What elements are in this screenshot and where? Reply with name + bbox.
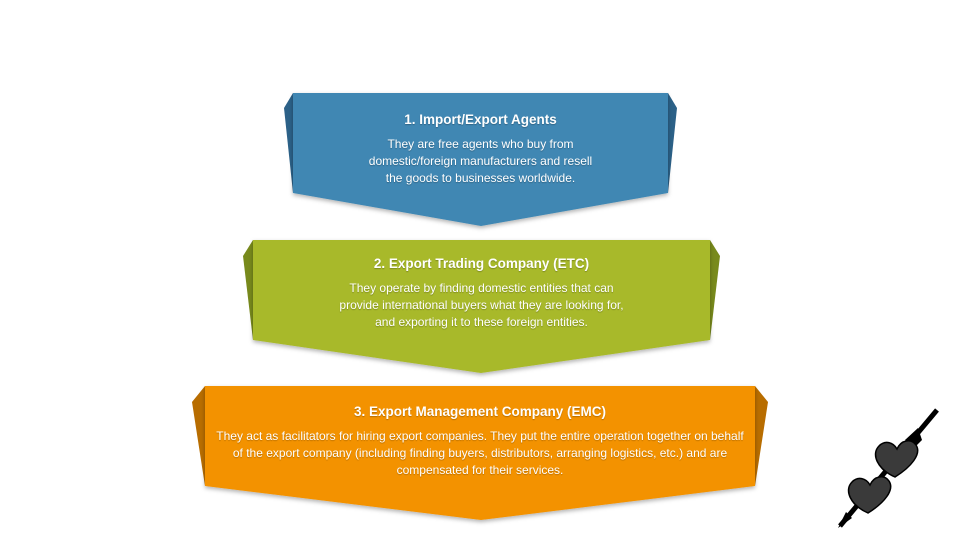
- stage-1: 1. Import/Export Agents They are free ag…: [293, 112, 668, 187]
- stage-2: 2. Export Trading Company (ETC) They ope…: [253, 256, 710, 331]
- stage-3-description: They act as facilitators for hiring expo…: [216, 429, 744, 477]
- stage-3-title: 3. Export Management Company (EMC): [353, 404, 607, 419]
- stage-3: 3. Export Management Company (EMC) They …: [205, 404, 755, 479]
- hearts-arrow-icon: [838, 408, 939, 528]
- stage-1-description: They are free agents who buy from domest…: [368, 137, 593, 185]
- stage-2-description: They operate by finding domestic entitie…: [339, 281, 624, 329]
- stage-2-shape: [243, 240, 720, 373]
- stage-1-title: 1. Import/Export Agents: [404, 112, 557, 127]
- stage-2-title: 2. Export Trading Company (ETC): [373, 256, 590, 271]
- stage-1-shape: [284, 93, 677, 226]
- stage-3-shape: [192, 386, 768, 520]
